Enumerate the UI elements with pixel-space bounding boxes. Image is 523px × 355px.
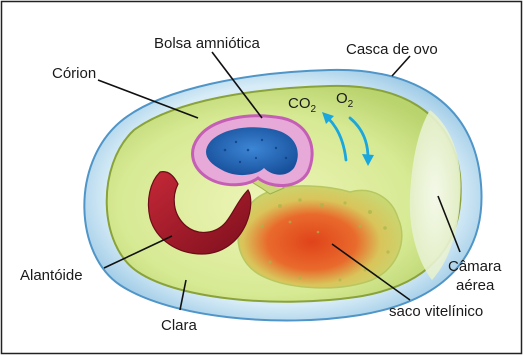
- casca-leader: [392, 56, 410, 76]
- label-casca-de-ovo: Casca de ovo: [346, 41, 438, 58]
- label-corion: Córion: [52, 65, 96, 82]
- co2-main: CO: [288, 95, 311, 112]
- o2-sub: 2: [348, 99, 354, 110]
- label-saco-vitelinico: saco vitelínico: [389, 303, 483, 320]
- label-camara-line1: Câmara: [448, 258, 502, 275]
- co2-sub: 2: [311, 104, 317, 115]
- o2-main: O: [336, 90, 348, 107]
- label-camara-line2: aérea: [456, 277, 495, 294]
- yolk-sac: [238, 186, 402, 288]
- label-bolsa-amniotica: Bolsa amniótica: [154, 35, 261, 52]
- label-clara: Clara: [161, 317, 198, 334]
- label-alantoide: Alantóide: [20, 267, 83, 284]
